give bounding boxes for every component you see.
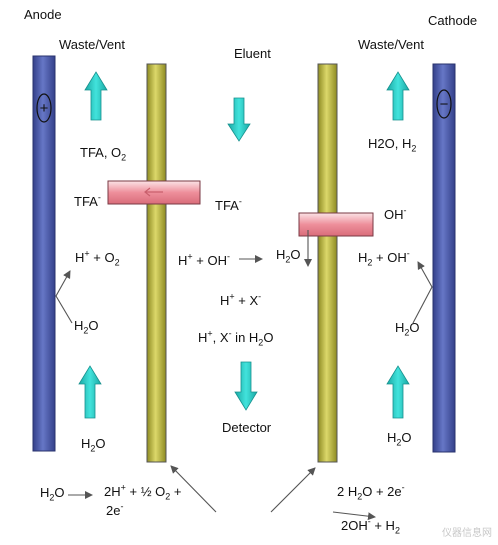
h-plus-o2-label: H+ + O2 — [75, 248, 120, 268]
h2o-center-label: H2O — [276, 247, 301, 265]
h2o-left-low-label: H2O — [81, 436, 106, 454]
waste-vent-left-label: Waste/Vent — [59, 37, 125, 52]
h2o-right-low-label: H2O — [387, 430, 412, 448]
cathode-eq-products-label: 2OH- + H2 — [341, 516, 400, 536]
anode-electrode — [32, 55, 56, 452]
tfa-minus-center-label: TFA- — [215, 196, 242, 213]
h-x-in-h2o-label: H+, X- in H2O — [198, 328, 274, 348]
flow-arrow-up-left-top-icon — [84, 71, 108, 121]
cathode-terminal-icon — [436, 89, 452, 119]
oh-minus-label: OH- — [384, 205, 407, 222]
flow-arrow-up-right-top-icon — [386, 71, 410, 121]
h2-oh-right-label: H2 + OH- — [358, 248, 410, 268]
h-plus-x-minus-label: H+ + X- — [220, 291, 262, 308]
arrow-cathode-reaction — [332, 511, 376, 521]
plus-sign-icon: + — [40, 100, 49, 117]
channel-right — [298, 212, 374, 237]
anode-eq-products-label: 2H+ + ½ O2 + — [104, 482, 182, 502]
cation-membrane-right — [317, 63, 338, 463]
tfa-minus-left-label: TFA- — [74, 192, 101, 209]
eluent-label: Eluent — [234, 46, 271, 61]
h2o-left-mid-label: H2O — [74, 318, 99, 336]
arrow-h2o-to-oh-right — [412, 261, 433, 324]
anode-label: Anode — [24, 7, 62, 22]
minus-sign-icon: − — [440, 96, 449, 113]
watermark: 仪器信息网 — [442, 528, 492, 539]
flow-arrow-up-left-bottom-icon — [78, 365, 102, 419]
anode-eq-h2o-label: H2O — [40, 485, 65, 503]
anode-eq-electrons-label: 2e- — [106, 501, 124, 518]
h2o-right-mid-label: H2O — [395, 320, 420, 338]
channel-left-arrow-icon — [144, 187, 163, 197]
anode-terminal-icon — [36, 93, 52, 123]
flow-arrow-down-eluent-icon — [227, 97, 251, 142]
cathode-label: Cathode — [428, 13, 478, 28]
flow-arrow-up-right-bottom-icon — [386, 365, 410, 419]
cation-membrane-left — [146, 63, 167, 463]
pointer-right-membrane — [270, 467, 316, 513]
pointer-left-membrane — [170, 465, 217, 513]
cathode-electrode — [432, 63, 456, 453]
waste-vent-right-label: Waste/Vent — [358, 37, 424, 52]
h2o-h2-top-right-label: H2O, H2 — [368, 136, 417, 154]
flow-arrow-down-detector-icon — [234, 361, 258, 411]
cathode-eq-reactants-label: 2 H2O + 2e- — [337, 482, 405, 502]
detector-label: Detector — [222, 420, 272, 435]
h-plus-oh-minus-label: H+ + OH- — [178, 251, 230, 268]
tfa-o2-label: TFA, O2 — [80, 145, 127, 163]
arrow-h2o-to-h-left — [55, 270, 73, 324]
